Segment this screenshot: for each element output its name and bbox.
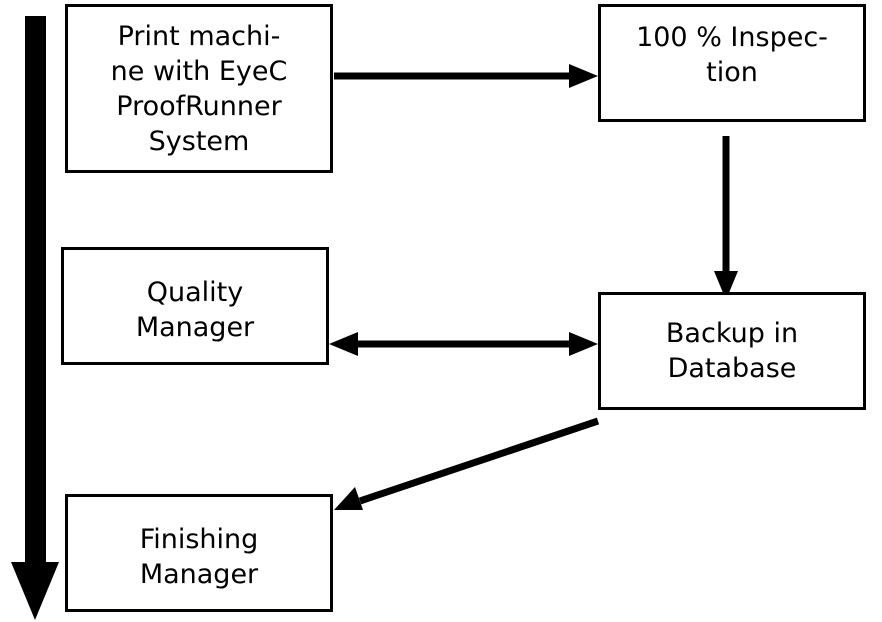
arrow-backup-to-finishing-head <box>334 487 363 510</box>
node-inspection-label: 100 % Inspec- tion <box>636 22 828 88</box>
main-flow-arrow <box>11 16 59 620</box>
arrow-quality-backup-head-right <box>569 332 598 356</box>
arrow-inspection-to-backup <box>714 136 738 300</box>
node-print-machine-label: Print machi- ne with EyeC ProofRunner Sy… <box>110 20 288 157</box>
arrow-quality-backup-head-left <box>329 332 358 356</box>
node-finishing-manager-label: Finishing Manager <box>139 524 259 590</box>
arrow-quality-backup-bidirectional <box>329 332 598 356</box>
node-print-machine: Print machi- ne with EyeC ProofRunner Sy… <box>65 4 333 173</box>
main-flow-arrow-head <box>11 562 59 620</box>
node-inspection: 100 % Inspec- tion <box>598 4 866 122</box>
arrow-backup-to-finishing <box>334 417 600 510</box>
node-finishing-manager: Finishing Manager <box>65 494 333 612</box>
arrow-print-to-inspection-head <box>569 64 598 88</box>
node-quality-manager-label: Quality Manager <box>135 277 255 343</box>
main-flow-arrow-shaft <box>25 16 46 564</box>
arrow-backup-to-finishing-line <box>358 417 600 505</box>
node-backup-database-label: Backup in Database <box>665 318 799 384</box>
arrow-print-to-inspection <box>334 64 598 88</box>
node-quality-manager: Quality Manager <box>61 247 329 365</box>
node-backup-database: Backup in Database <box>598 292 866 410</box>
arrow-inspection-to-backup-head <box>714 271 738 300</box>
